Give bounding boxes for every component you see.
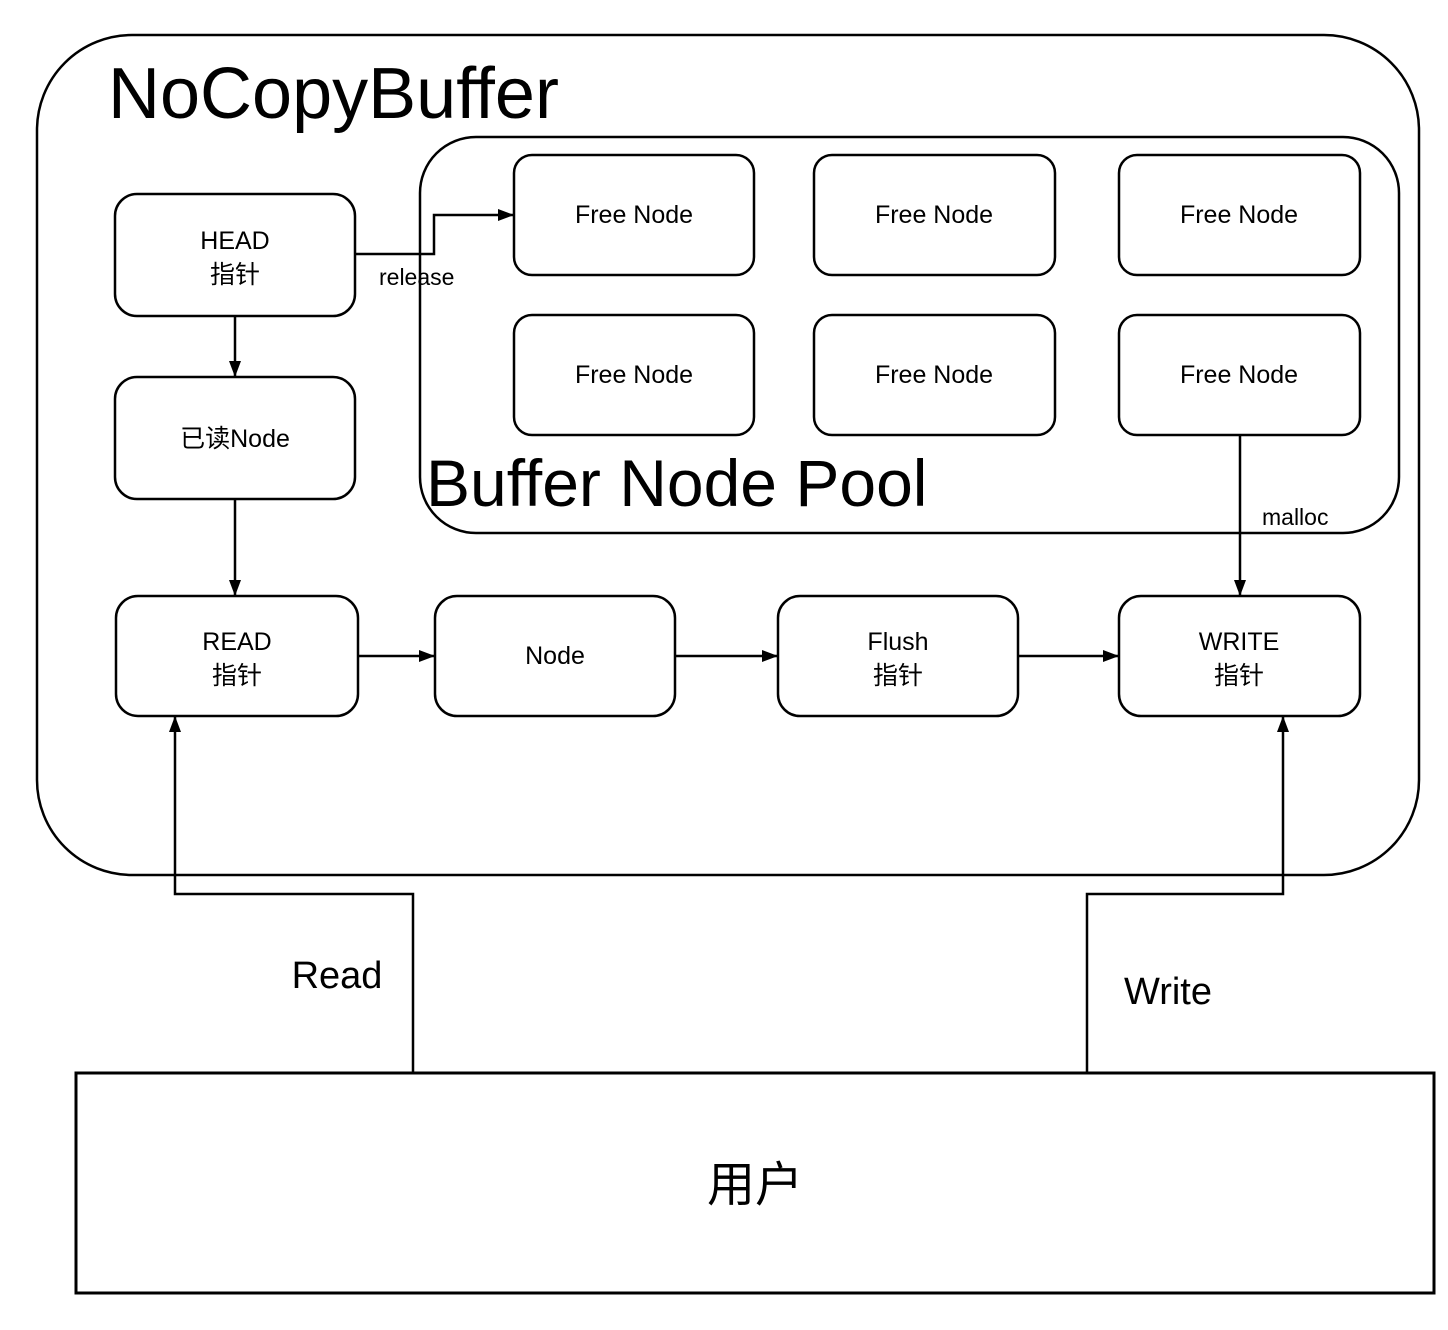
edge-write-user-to-write-pointer [1085,716,1289,1073]
edge-release-head-to-free-node [355,209,514,256]
write-pointer-label-line2: 指针 [1214,662,1264,690]
write-edge-label: Write [1124,971,1212,1013]
free-node-label: Free Node [575,361,693,389]
read-pointer-label-line2: 指针 [212,662,262,690]
read-done-node-label: 已读Node [180,425,290,453]
free-node-rect [812,153,1057,277]
node-box: Node [433,594,677,718]
free-node-label: Free Node [875,361,993,389]
free-node-rect [812,313,1057,437]
read-done-node-box: 已读Node [113,375,357,501]
free-node-label: Free Node [1180,201,1298,229]
flush-pointer-rect [776,594,1020,718]
free-node-box: Free Node [812,153,1057,277]
edge-read-user-to-read-pointer [169,716,415,1073]
free-node-label: Free Node [575,201,693,229]
flush-pointer-label-line2: 指针 [873,662,923,690]
head-pointer-label-line2: 指针 [210,261,260,289]
free-node-label: Free Node [875,201,993,229]
free-node-box: Free Node [512,313,756,437]
write-pointer-box: WRITE 指针 [1117,594,1362,718]
head-pointer-label-line1: HEAD [200,227,269,255]
read-pointer-rect [114,594,360,718]
read-pointer-box: READ 指针 [114,594,360,718]
flush-pointer-label-line1: Flush [867,628,928,656]
free-node-box: Free Node [1117,153,1362,277]
read-edge-label: Read [292,955,383,997]
free-node-label: Free Node [1180,361,1298,389]
head-pointer-box: HEAD 指针 [113,192,357,318]
node-label: Node [525,642,585,670]
user-rect [74,1071,1436,1295]
free-node-rect [512,313,756,437]
user-box: 用户 [74,1071,1436,1295]
write-pointer-label-line1: WRITE [1199,628,1280,656]
release-edge-label: release [379,264,454,290]
diagram-title: NoCopyBuffer [108,54,559,134]
buffer-node-pool-title: Buffer Node Pool [426,446,927,520]
head-pointer-rect [113,192,357,318]
write-pointer-rect [1117,594,1362,718]
user-label: 用户 [707,1159,803,1212]
free-node-box: Free Node [512,153,756,277]
free-node-box: Free Node [812,313,1057,437]
malloc-edge-label: malloc [1262,504,1328,530]
free-node-rect [1117,153,1362,277]
flush-pointer-box: Flush 指针 [776,594,1020,718]
read-pointer-label-line1: READ [202,628,271,656]
free-node-box: Free Node [1117,313,1362,437]
